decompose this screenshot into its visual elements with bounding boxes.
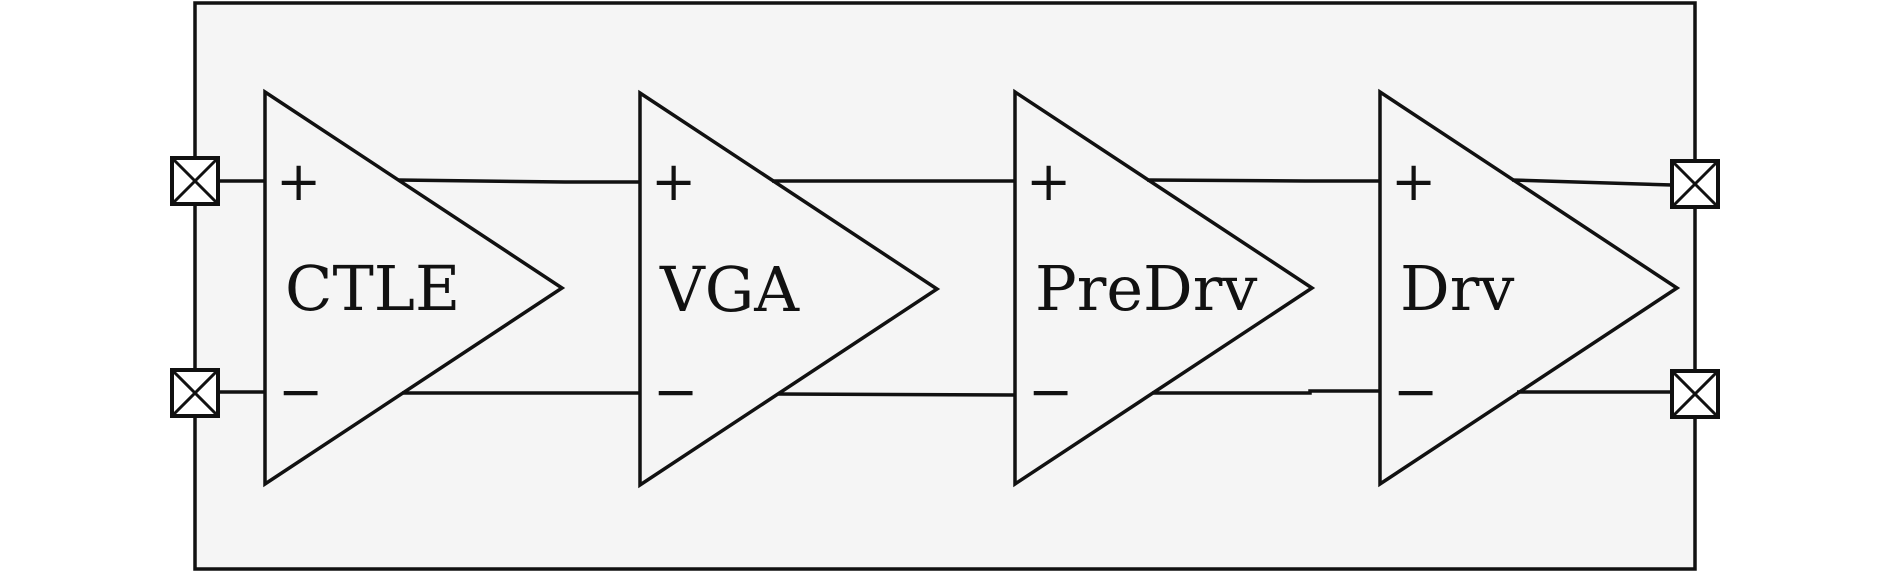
wires	[218, 178, 1673, 397]
minus-input-label: −	[278, 360, 323, 423]
amplifiers: CTLE + − VGA + − PreDrv + − Drv + −	[263, 88, 1681, 489]
enclosure-box	[193, 1, 1697, 571]
amplifier-label: VGA	[659, 253, 800, 326]
wire-ctle-vga-p	[397, 178, 640, 184]
plus-input-label: +	[1026, 150, 1071, 213]
amplifier-label: CTLE	[285, 252, 460, 325]
pad-in-p	[170, 156, 220, 206]
pad-x-icon	[1670, 159, 1720, 209]
minus-input-label: −	[653, 360, 698, 423]
pad-x-icon	[170, 156, 220, 206]
pad-x-icon	[1670, 369, 1720, 419]
plus-input-label: +	[276, 150, 321, 213]
amplifier-triangle	[263, 88, 566, 488]
amplifier-ctle: CTLE + −	[263, 88, 566, 488]
amplifier-drv: Drv + −	[1378, 88, 1681, 488]
amplifier-triangle	[1013, 88, 1316, 488]
pads	[170, 156, 1720, 419]
amplifier-predrv: PreDrv + −	[1013, 88, 1316, 488]
minus-input-label: −	[1028, 360, 1073, 423]
amplifier-triangle	[638, 89, 941, 489]
wire-vga-predrv-n	[777, 392, 1016, 397]
amplifier-vga: VGA + −	[638, 89, 941, 489]
pad-out-n	[1670, 369, 1720, 419]
minus-input-label: −	[1393, 360, 1438, 423]
amplifier-label: PreDrv	[1035, 252, 1257, 325]
wire-predrv-drv-n	[1152, 389, 1380, 395]
plus-input-label: +	[1391, 150, 1436, 213]
pad-in-n	[170, 368, 220, 418]
pad-out-p	[1670, 159, 1720, 209]
amplifier-label: Drv	[1400, 252, 1514, 325]
wire-predrv-drv-p	[1146, 178, 1380, 183]
wire-out-p	[1511, 178, 1673, 187]
amplifier-triangle	[1378, 88, 1681, 488]
plus-input-label: +	[651, 150, 696, 213]
pad-x-icon	[170, 368, 220, 418]
